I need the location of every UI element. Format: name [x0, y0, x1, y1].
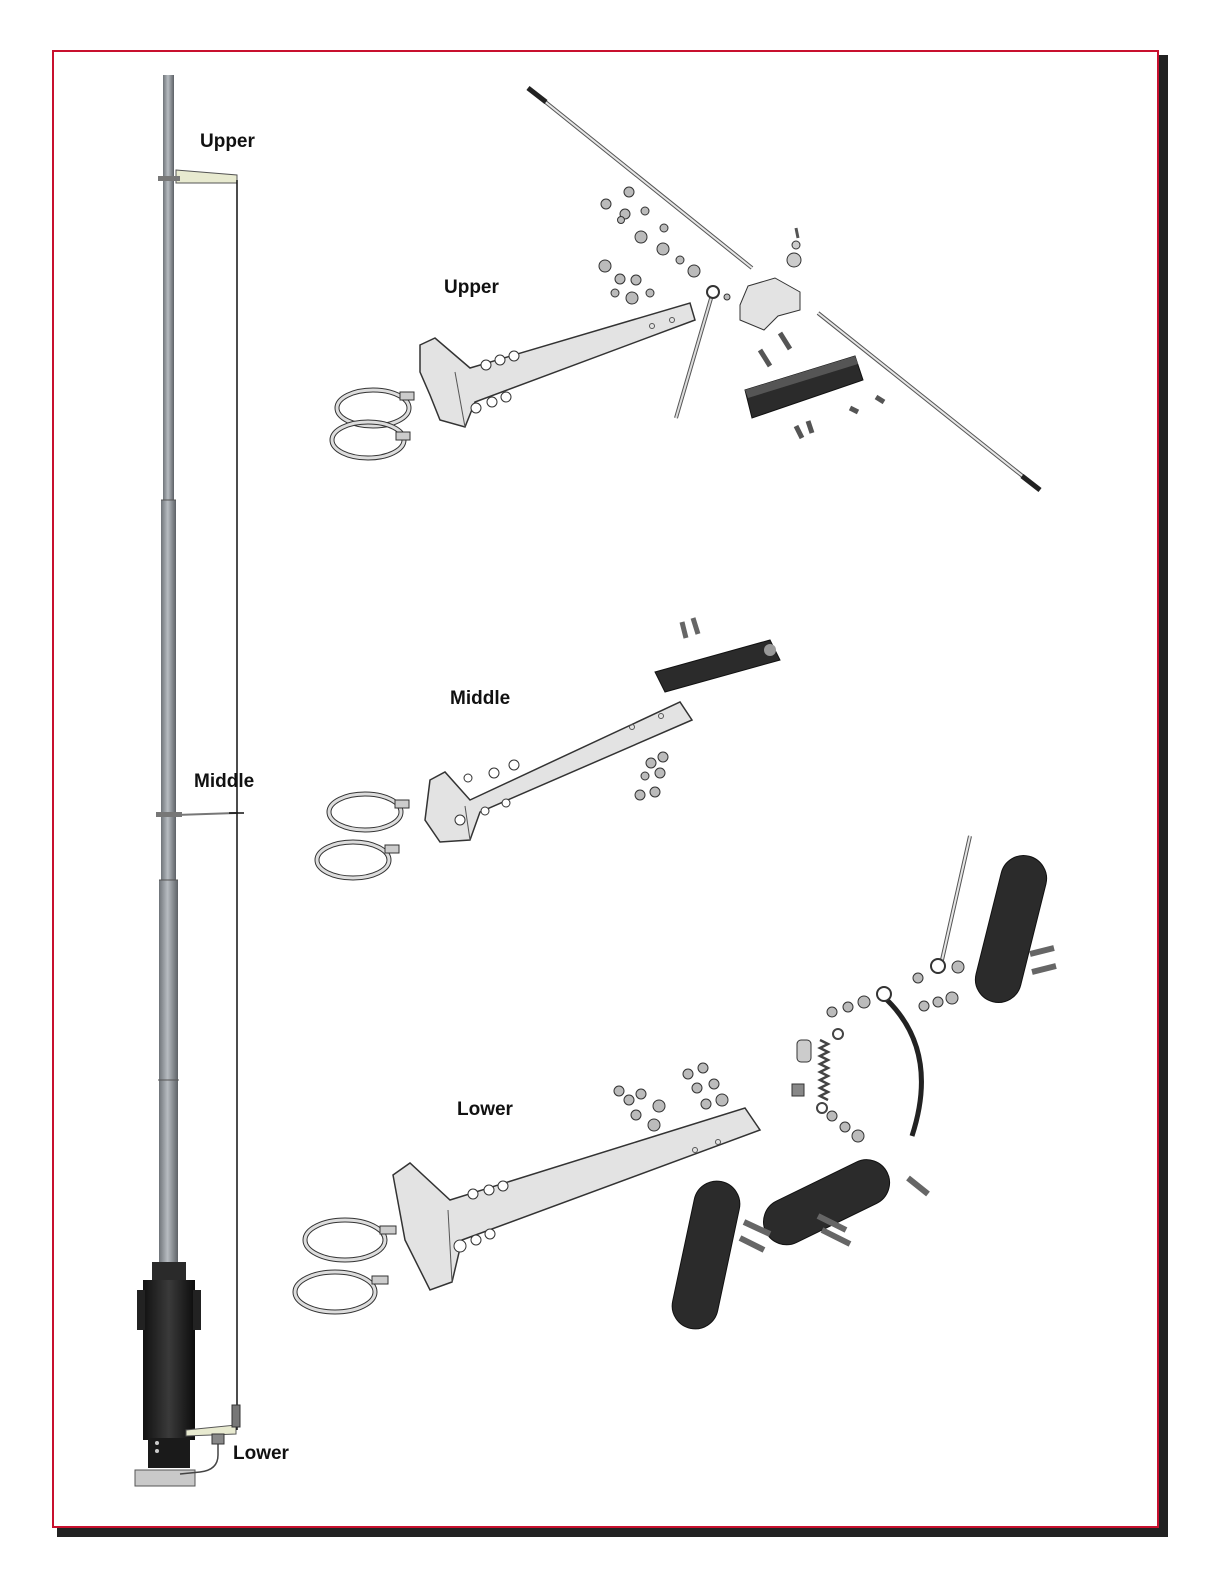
upper-center-bracket [740, 228, 801, 366]
vertical-wire [180, 180, 244, 1474]
detail-label-lower: Lower [457, 1099, 513, 1121]
pole-middle-bracket [156, 812, 236, 817]
antenna-pole [158, 75, 179, 1280]
detail-label-middle: Middle [450, 688, 510, 710]
pole-base-motor [135, 1262, 201, 1486]
upper-insulator-block [745, 356, 884, 438]
middle-nuts-washers [635, 752, 668, 800]
detail-label-upper: Upper [444, 277, 499, 299]
pole-label-middle: Middle [194, 771, 254, 793]
lower-ground-cable [877, 987, 921, 1136]
upper-hose-clamps [332, 390, 414, 458]
upper-bracket-arm [420, 303, 695, 427]
pole-label-upper: Upper [200, 131, 255, 153]
lower-spring [792, 996, 870, 1142]
lower-hose-clamps [295, 1220, 396, 1312]
lower-lead-rod [913, 836, 970, 1011]
middle-insulator-block [655, 618, 780, 692]
lower-insulator-plates [668, 851, 1056, 1333]
middle-hose-clamps [317, 794, 409, 878]
middle-bracket-arm [425, 702, 692, 842]
pole-label-lower: Lower [233, 1443, 289, 1465]
upper-nuts-washers [599, 187, 700, 304]
